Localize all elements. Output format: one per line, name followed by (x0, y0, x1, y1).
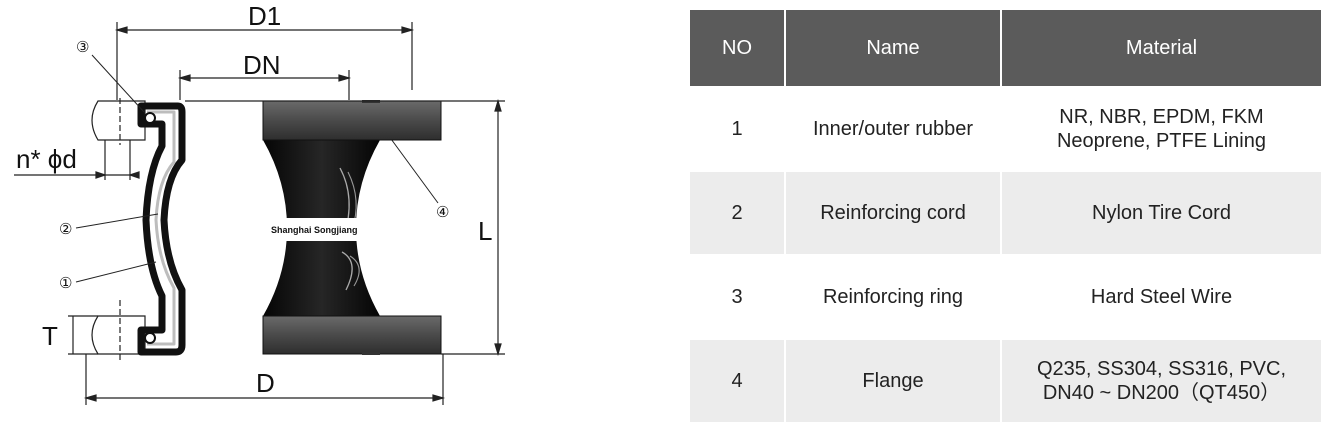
dimension-d (83, 354, 446, 405)
dn-label: DN (243, 50, 281, 80)
material-line: Nylon Tire Cord (1092, 202, 1231, 224)
material-line: Q235, SS304, SS316, PVC, (1036, 358, 1287, 380)
row-name: Reinforcing cord (785, 171, 1002, 256)
dimension-bolt-hole (14, 140, 140, 180)
row-material: Nylon Tire Cord (1001, 171, 1321, 256)
header-no: NO (690, 10, 786, 87)
row-material: Q235, SS304, SS316, PVC, DN40 ~ DN200（QT… (1001, 339, 1321, 424)
row-name: Inner/outer rubber (785, 86, 1002, 172)
table-header-row: NO Name Material (690, 10, 1321, 87)
dimension-l (185, 98, 505, 357)
header-material: Material (1001, 10, 1321, 87)
brand-label: Shanghai Songjiang (271, 225, 358, 235)
d-label: D (256, 368, 275, 398)
row-no: 1 (690, 86, 786, 172)
dimension-dn (177, 70, 352, 100)
left-bottom-flange (91, 300, 146, 360)
bolt-hole-label: n* ϕd (16, 144, 77, 174)
row-no: 2 (690, 171, 786, 256)
d1-label: D1 (248, 1, 281, 31)
row-name: Flange (785, 339, 1002, 424)
row-name: Reinforcing ring (785, 255, 1002, 340)
dimension-d1 (114, 22, 415, 100)
table-row: 3 Reinforcing ring Hard Steel Wire (690, 255, 1321, 340)
table-row: 1 Inner/outer rubber NR, NBR, EPDM, FKM … (690, 86, 1321, 172)
row-no: 4 (690, 339, 786, 424)
row-material: Hard Steel Wire (1001, 255, 1321, 340)
row-no: 3 (690, 255, 786, 340)
rubber-joint-drawing: D1 DN n* ϕd T (14, 1, 505, 405)
brand-label-box (262, 218, 372, 241)
table-row: 2 Reinforcing cord Nylon Tire Cord (690, 171, 1321, 256)
material-line: NR, NBR, EPDM, FKM (1059, 106, 1264, 128)
header-name: Name (785, 10, 1002, 87)
callout-1: ① (59, 275, 72, 292)
callout-3: ③ (76, 39, 89, 56)
dimension-t (68, 315, 98, 355)
row-material: NR, NBR, EPDM, FKM Neoprene, PTFE Lining (1001, 86, 1321, 172)
material-line: DN40 ~ DN200（QT450） (1042, 382, 1281, 404)
right-bottom-flange (262, 315, 442, 355)
callout-4: ④ (436, 204, 449, 221)
material-line: Neoprene, PTFE Lining (1056, 130, 1266, 152)
callout-2: ② (59, 221, 72, 238)
l-label: L (478, 216, 492, 246)
left-top-flange (91, 98, 146, 145)
table-row: 4 Flange Q235, SS304, SS316, PVC, DN40 ~… (690, 339, 1321, 424)
t-label: T (42, 321, 58, 351)
material-line: Hard Steel Wire (1090, 286, 1233, 308)
right-top-flange (262, 100, 442, 141)
material-spec-table: NO Name Material 1 Inner/outer rubber NR… (690, 10, 1321, 424)
rubber-profile-section (137, 102, 186, 356)
